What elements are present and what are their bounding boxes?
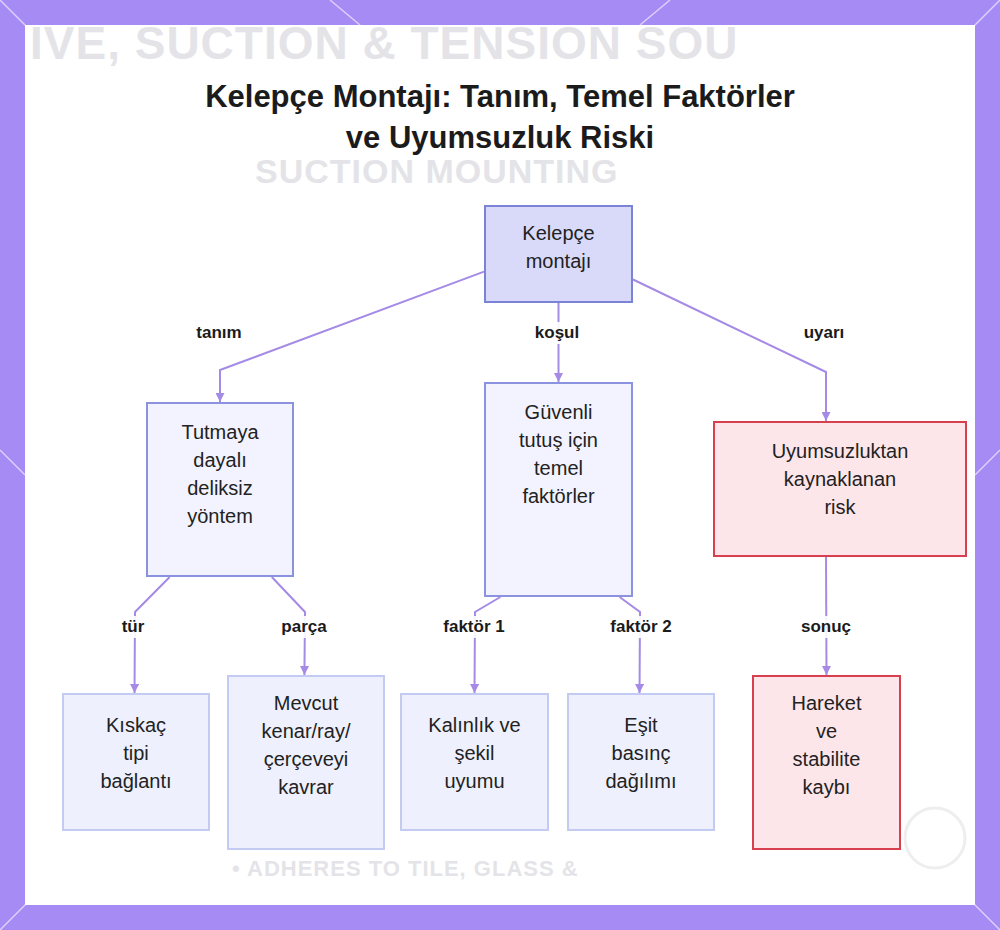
process-box: Tutmaya dayalı deliksiz yöntem bbox=[146, 402, 294, 577]
edge-label: koşul bbox=[532, 322, 582, 344]
node-label: Tutmaya dayalı deliksiz yöntem bbox=[166, 418, 274, 530]
process-box: Hareket ve stabilite kaybı bbox=[752, 675, 901, 850]
node-label: Hareket ve stabilite kaybı bbox=[784, 689, 869, 801]
node-label: Güvenli tutuş için temel faktörler bbox=[504, 398, 613, 510]
diagram-title: Kelepçe Montajı: Tanım, Temel Faktörler … bbox=[200, 76, 800, 158]
white-panel bbox=[25, 25, 975, 905]
connector-arrow bbox=[475, 597, 501, 693]
frame-decoration bbox=[0, 450, 25, 475]
process-box: Kelepçe montajı bbox=[484, 205, 633, 303]
process-box: Uyumsuzluktan kaynaklanan risk bbox=[713, 421, 967, 557]
edge-label: tanım bbox=[193, 322, 244, 344]
process-box: Eşit basınç dağılımı bbox=[567, 693, 715, 831]
node-label: Mevcut kenar/ray/ çerçeveyi kavrar bbox=[248, 689, 364, 801]
connector-arrow bbox=[633, 279, 826, 421]
connector-arrow bbox=[620, 597, 640, 693]
faint-logo bbox=[905, 808, 965, 868]
node-label: Kelepçe montajı bbox=[504, 219, 613, 275]
process-box: Kalınlık ve şekil uyumu bbox=[400, 693, 549, 831]
edge-label: faktör 2 bbox=[607, 616, 674, 638]
process-box: Güvenli tutuş için temel faktörler bbox=[484, 382, 633, 597]
edge-label: tür bbox=[119, 616, 148, 638]
node-label: Kıskaç tipi bağlantı bbox=[94, 711, 178, 795]
process-box: Mevcut kenar/ray/ çerçeveyi kavrar bbox=[227, 675, 385, 850]
connector-arrow bbox=[220, 272, 484, 402]
edge-label: parça bbox=[278, 616, 329, 638]
edge-label: uyarı bbox=[801, 322, 848, 344]
watermark-text: • ADHERES TO TILE, GLASS & bbox=[232, 856, 579, 882]
watermark-text: IVE, SUCTION & TENSION SOU bbox=[30, 16, 738, 70]
node-label: Eşit basınç dağılımı bbox=[598, 711, 684, 795]
process-box: Kıskaç tipi bağlantı bbox=[62, 693, 210, 831]
frame-decoration bbox=[975, 450, 1000, 475]
edge-label: faktör 1 bbox=[440, 616, 507, 638]
node-label: Uyumsuzluktan kaynaklanan risk bbox=[767, 437, 913, 521]
node-label: Kalınlık ve şekil uyumu bbox=[426, 711, 523, 795]
edge-label: sonuç bbox=[798, 616, 854, 638]
watermark-text: SUCTION MOUNTING bbox=[255, 152, 619, 191]
